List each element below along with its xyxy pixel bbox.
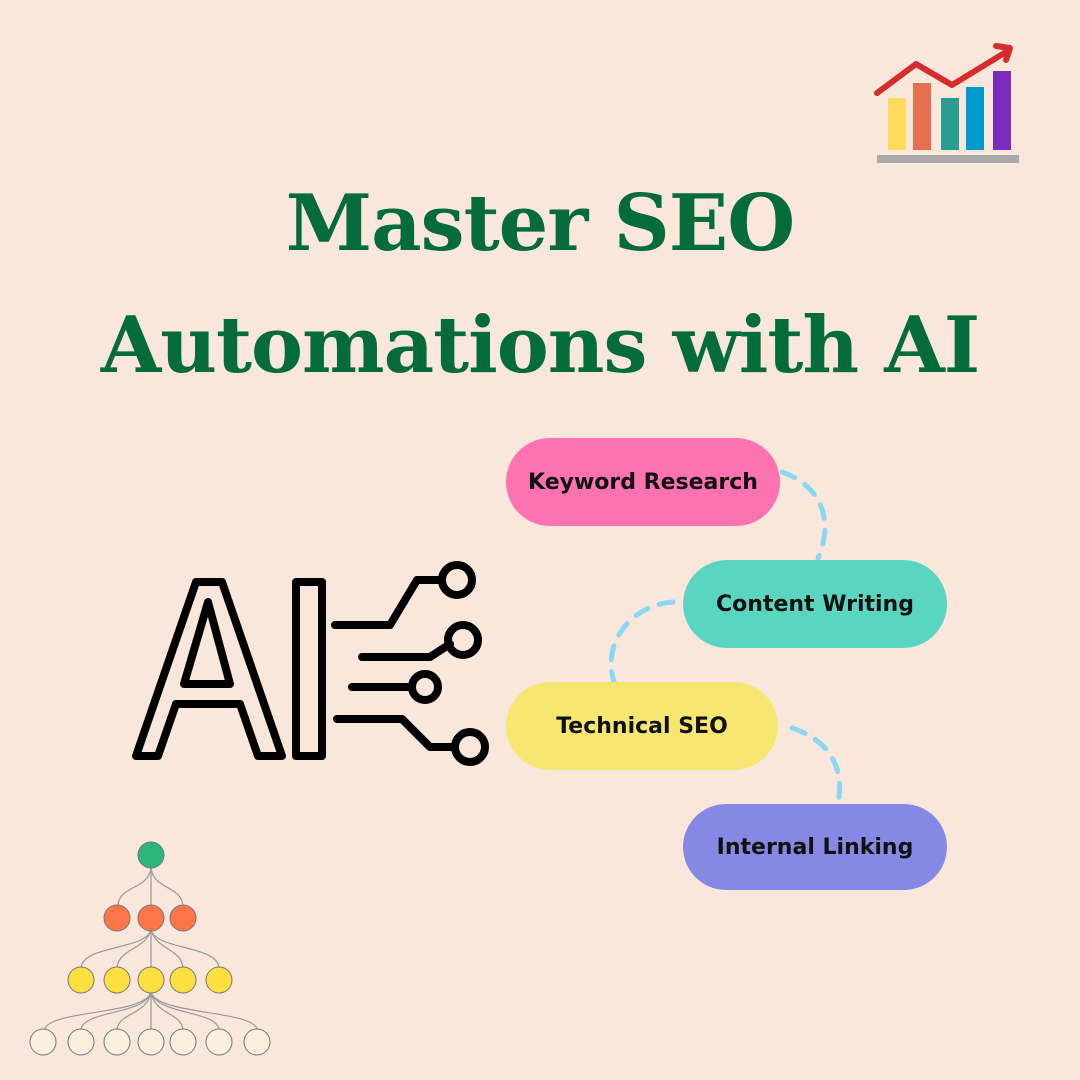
step-internal-linking: Internal Linking [683,804,947,890]
step-label: Keyword Research [528,469,758,495]
title-line-1: Master SEO [285,178,795,269]
bar-chart-growth-icon [874,43,1019,163]
ai-circuit-icon [132,561,489,766]
step-technical-seo: Technical SEO [506,682,778,770]
connector-lines [608,469,843,805]
title-line-2: Automations with AI [100,300,981,391]
step-label: Content Writing [716,591,914,617]
step-label: Internal Linking [716,834,914,860]
step-content-writing: Content Writing [683,560,947,648]
step-label: Technical SEO [556,713,728,739]
step-keyword-research: Keyword Research [506,438,780,526]
hierarchy-tree-icon [29,841,271,1056]
